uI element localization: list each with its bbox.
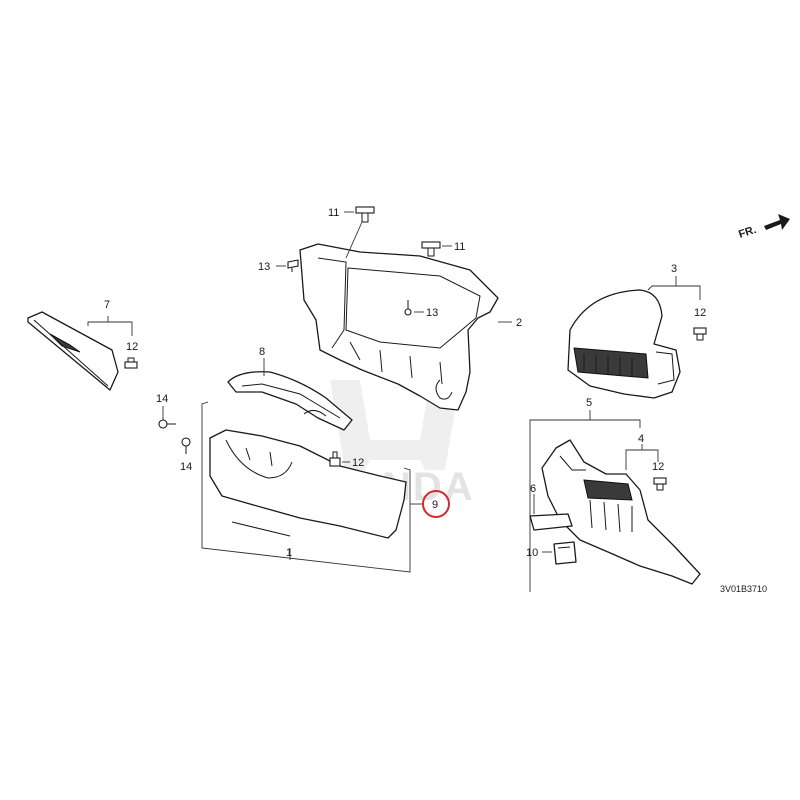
clip-11-right bbox=[421, 241, 441, 257]
leader-11-top-drop bbox=[345, 221, 363, 259]
clip-11-top bbox=[355, 206, 375, 223]
callout-2: 2 bbox=[516, 317, 522, 329]
callout-5: 5 bbox=[586, 397, 592, 409]
callout-6: 6 bbox=[530, 483, 536, 495]
callout-12-right-lower: 12 bbox=[652, 461, 664, 473]
callout-12-center: 12 bbox=[352, 457, 364, 469]
part-3-side-air-vent bbox=[567, 289, 681, 399]
front-arrow-icon bbox=[764, 214, 790, 230]
callout-13-center: 13 bbox=[426, 307, 438, 319]
callout-14-lower: 14 bbox=[180, 461, 192, 473]
callout-1: 1 bbox=[286, 547, 292, 559]
part-1-lower-dashboard-cover bbox=[209, 429, 407, 539]
part-7-side-trim bbox=[27, 311, 119, 391]
callout-7: 7 bbox=[104, 299, 110, 311]
part-2-meter-visor bbox=[299, 243, 499, 411]
highlight-ring bbox=[422, 490, 450, 518]
part-6-small-lid bbox=[529, 513, 573, 531]
callout-12-left: 12 bbox=[126, 341, 138, 353]
screw-13-center bbox=[404, 300, 412, 316]
screw-13-left bbox=[287, 259, 299, 272]
callout-3: 3 bbox=[671, 263, 677, 275]
leader-5-frame bbox=[529, 419, 641, 428]
callout-9: 9 bbox=[432, 499, 438, 511]
leader-1-frame bbox=[201, 401, 411, 573]
leader-7 bbox=[87, 321, 133, 336]
clip-12-right-lower bbox=[653, 477, 667, 491]
part-5-center-panel bbox=[541, 439, 701, 585]
callout-12-right-top: 12 bbox=[694, 307, 706, 319]
callout-10: 10 bbox=[526, 547, 538, 559]
clip-14-top bbox=[158, 419, 176, 429]
diagram-code: 3V01B3710 bbox=[720, 584, 767, 594]
callout-4: 4 bbox=[638, 433, 644, 445]
callout-11-top: 11 bbox=[328, 207, 339, 219]
part-8-column-cover-upper bbox=[227, 371, 353, 431]
part-10-bracket bbox=[553, 541, 577, 565]
clip-14-lower bbox=[181, 437, 191, 454]
clip-12-center bbox=[329, 451, 341, 467]
callout-8: 8 bbox=[259, 346, 265, 358]
front-direction-indicator: FR. bbox=[737, 214, 790, 241]
callout-14-top: 14 bbox=[156, 393, 168, 405]
front-label: FR. bbox=[737, 224, 758, 241]
clip-12-left bbox=[124, 357, 138, 369]
clip-12-right-top bbox=[693, 327, 707, 341]
callout-11-right: 11 bbox=[454, 241, 465, 253]
callout-13-left: 13 bbox=[258, 261, 270, 273]
